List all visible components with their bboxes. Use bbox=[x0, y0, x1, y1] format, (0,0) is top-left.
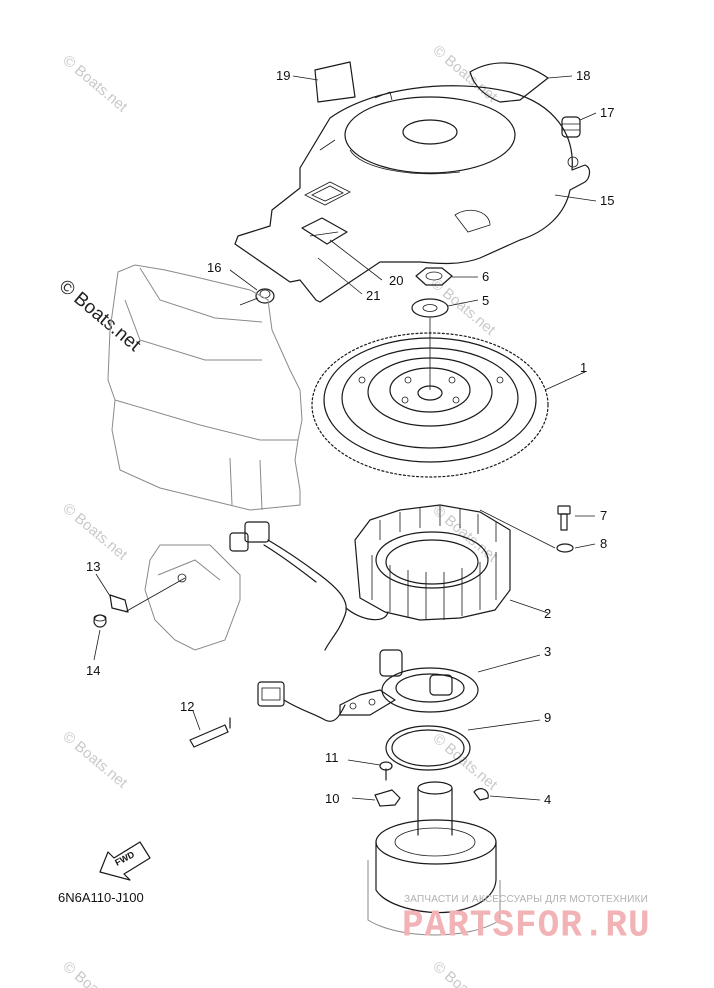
callout-6: 6 bbox=[482, 269, 489, 284]
engine-outline bbox=[107, 264, 303, 511]
watermark-layer: © Boats.net © Boats.net © Boats.net © Bo… bbox=[55, 42, 501, 988]
bolt-14 bbox=[93, 594, 129, 628]
pulser-connector bbox=[257, 681, 346, 722]
key-4 bbox=[473, 788, 489, 801]
nut-6 bbox=[415, 267, 453, 286]
watermark: © Boats.net bbox=[59, 52, 131, 116]
label-decal-20 bbox=[301, 217, 348, 245]
callout-20: 20 bbox=[389, 273, 403, 288]
flywheel bbox=[311, 318, 549, 478]
engine-bracket bbox=[124, 544, 241, 651]
label-decal-19 bbox=[314, 61, 356, 103]
watermark: © Boats.net bbox=[59, 728, 131, 792]
washer-5 bbox=[411, 298, 449, 318]
plate-10 bbox=[374, 789, 401, 807]
callout-19: 19 bbox=[276, 68, 290, 83]
pulser-coil bbox=[339, 649, 479, 716]
watermark-main: © Boats.net bbox=[55, 276, 145, 357]
callout-13: 13 bbox=[86, 559, 100, 574]
brand-logo: PARTSFOR.RU bbox=[402, 903, 651, 948]
crankshaft-base bbox=[367, 781, 501, 936]
fwd-arrow-icon: FWD bbox=[99, 841, 151, 881]
brand-tagline: ЗАПЧАСТИ И АКСЕССУАРЫ ДЛЯ МОТОТЕХНИКИ bbox=[404, 894, 649, 905]
bolt-7 bbox=[557, 505, 571, 531]
watermark: © Boats.net bbox=[59, 500, 131, 564]
callout-3: 3 bbox=[544, 644, 551, 659]
callout-18: 18 bbox=[576, 68, 590, 83]
diagram-code: 6N6A110-J100 bbox=[58, 890, 144, 905]
watermark: © Boats.net bbox=[429, 958, 501, 988]
callout-9: 9 bbox=[544, 710, 551, 725]
washer-8 bbox=[556, 543, 574, 553]
callout-4: 4 bbox=[544, 792, 551, 807]
callout-16: 16 bbox=[207, 260, 221, 275]
callout-10: 10 bbox=[325, 791, 339, 806]
grommet-17 bbox=[561, 116, 581, 138]
grommet-16 bbox=[239, 288, 275, 306]
callout-8: 8 bbox=[600, 536, 607, 551]
callout-11: 11 bbox=[325, 750, 339, 765]
stator bbox=[354, 504, 556, 621]
screw-11 bbox=[379, 761, 393, 781]
callout-2: 2 bbox=[544, 606, 551, 621]
callout-17: 17 bbox=[600, 105, 614, 120]
watermark: © Boats.net bbox=[429, 42, 501, 106]
flywheel-cover bbox=[234, 85, 591, 303]
callout-1: 1 bbox=[580, 360, 587, 375]
callout-14: 14 bbox=[86, 663, 100, 678]
callout-12: 12 bbox=[180, 699, 194, 714]
watermark: © Boats.net bbox=[429, 730, 501, 794]
stator-harness bbox=[229, 521, 389, 651]
callout-21: 21 bbox=[366, 288, 380, 303]
callout-numbers: 19 18 17 15 6 5 20 21 16 1 7 8 2 3 9 4 1… bbox=[86, 68, 614, 807]
callout-5: 5 bbox=[482, 293, 489, 308]
pin-12 bbox=[189, 717, 231, 748]
callout-15: 15 bbox=[600, 193, 614, 208]
leader-lines bbox=[93, 75, 597, 801]
circlip bbox=[385, 725, 471, 771]
callout-7: 7 bbox=[600, 508, 607, 523]
fwd-label: FWD bbox=[113, 849, 136, 868]
watermark: © Boats.net bbox=[59, 958, 131, 988]
